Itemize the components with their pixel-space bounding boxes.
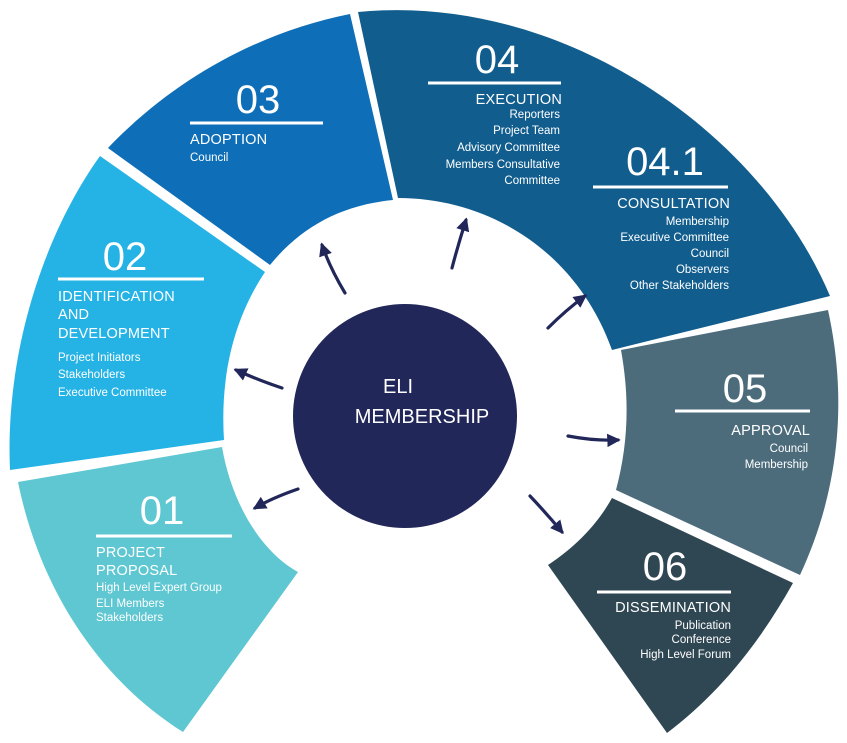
stage-02-item-3: Executive Committee [58, 387, 167, 399]
stage-02-title-line3: DEVELOPMENT [58, 326, 170, 342]
stage-02-title-line1: IDENTIFICATION [58, 289, 175, 305]
stage-04-title: EXECUTION [476, 92, 562, 108]
stage-05: 05 APPROVAL Council Membership [675, 367, 810, 471]
stage-06: 06 DISSEMINATION Publication Conference … [597, 545, 731, 661]
arrow-to-041 [546, 294, 588, 330]
stage-03-title: ADOPTION [190, 132, 267, 148]
stage-04: 04 EXECUTION Reporters Project Team Advi… [428, 38, 562, 187]
center-label-line2: MEMBERSHIP [355, 406, 489, 428]
stage-01-title-line1: PROJECT [96, 545, 165, 561]
segment-02-shape [9, 156, 265, 470]
stage-05-item-2: Membership [745, 459, 808, 471]
stage-041-item-5: Other Stakeholders [630, 280, 729, 292]
stage-02-number: 02 [103, 235, 148, 279]
stage-01-item-2: ELI Members [96, 598, 165, 610]
stage-01-title-line2: PROPOSAL [96, 563, 177, 579]
segment-04-shape [358, 10, 830, 350]
stage-041: 04.1 CONSULTATION Membership Executive C… [593, 140, 730, 292]
stage-06-item-1: Publication [675, 620, 731, 632]
stage-03-number: 03 [236, 78, 281, 122]
stage-02: 02 IDENTIFICATION AND DEVELOPMENT Projec… [58, 235, 204, 399]
stage-041-title: CONSULTATION [617, 196, 730, 212]
stage-01-number: 01 [140, 489, 185, 533]
stage-06-title: DISSEMINATION [615, 600, 731, 616]
stage-041-number: 04.1 [626, 140, 704, 184]
stage-041-item-4: Observers [676, 264, 729, 276]
arrow-to-05 [566, 433, 621, 448]
stage-06-item-2: Conference [672, 634, 731, 646]
stage-02-title-line2: AND [58, 307, 89, 323]
stage-04-item-3: Advisory Committee [457, 142, 560, 154]
stage-041-item-1: Membership [666, 216, 729, 228]
stage-041-item-2: Executive Committee [620, 232, 729, 244]
stage-05-title: APPROVAL [731, 423, 810, 439]
arrow-to-02 [233, 368, 284, 390]
arrow-to-03 [319, 242, 347, 295]
stage-03-item-1: Council [190, 152, 228, 164]
stage-01-item-3: Stakeholders [96, 612, 163, 624]
stage-01: 01 PROJECT PROPOSAL High Level Expert Gr… [96, 489, 232, 624]
arrow-to-04 [450, 217, 470, 270]
center-circle [293, 304, 517, 528]
stage-05-number: 05 [723, 367, 768, 411]
stage-04-item-2: Project Team [493, 125, 560, 137]
arrow-to-01 [252, 487, 300, 510]
stage-04-item-4: Members Consultative [446, 159, 560, 171]
stage-01-item-1: High Level Expert Group [96, 582, 222, 594]
center-label-line1: ELI [383, 376, 413, 398]
segment-06-shape [548, 498, 793, 733]
stage-04-item-1: Reporters [510, 109, 561, 121]
stage-04-item-5: Committee [504, 175, 560, 187]
segment-01-shape [18, 447, 298, 732]
segment-05-shape [616, 310, 839, 575]
stage-03: 03 ADOPTION Council [190, 78, 323, 164]
stage-02-item-2: Stakeholders [58, 369, 125, 381]
segment-03-shape [108, 14, 393, 265]
arrows [233, 217, 621, 535]
stage-05-item-1: Council [770, 443, 808, 455]
stage-02-item-1: Project Initiators [58, 352, 141, 364]
arrow-to-06 [528, 494, 564, 535]
stage-041-item-3: Council [691, 248, 729, 260]
stage-06-number: 06 [643, 545, 688, 589]
stage-06-item-3: High Level Forum [640, 649, 731, 661]
stage-04-number: 04 [475, 38, 520, 82]
